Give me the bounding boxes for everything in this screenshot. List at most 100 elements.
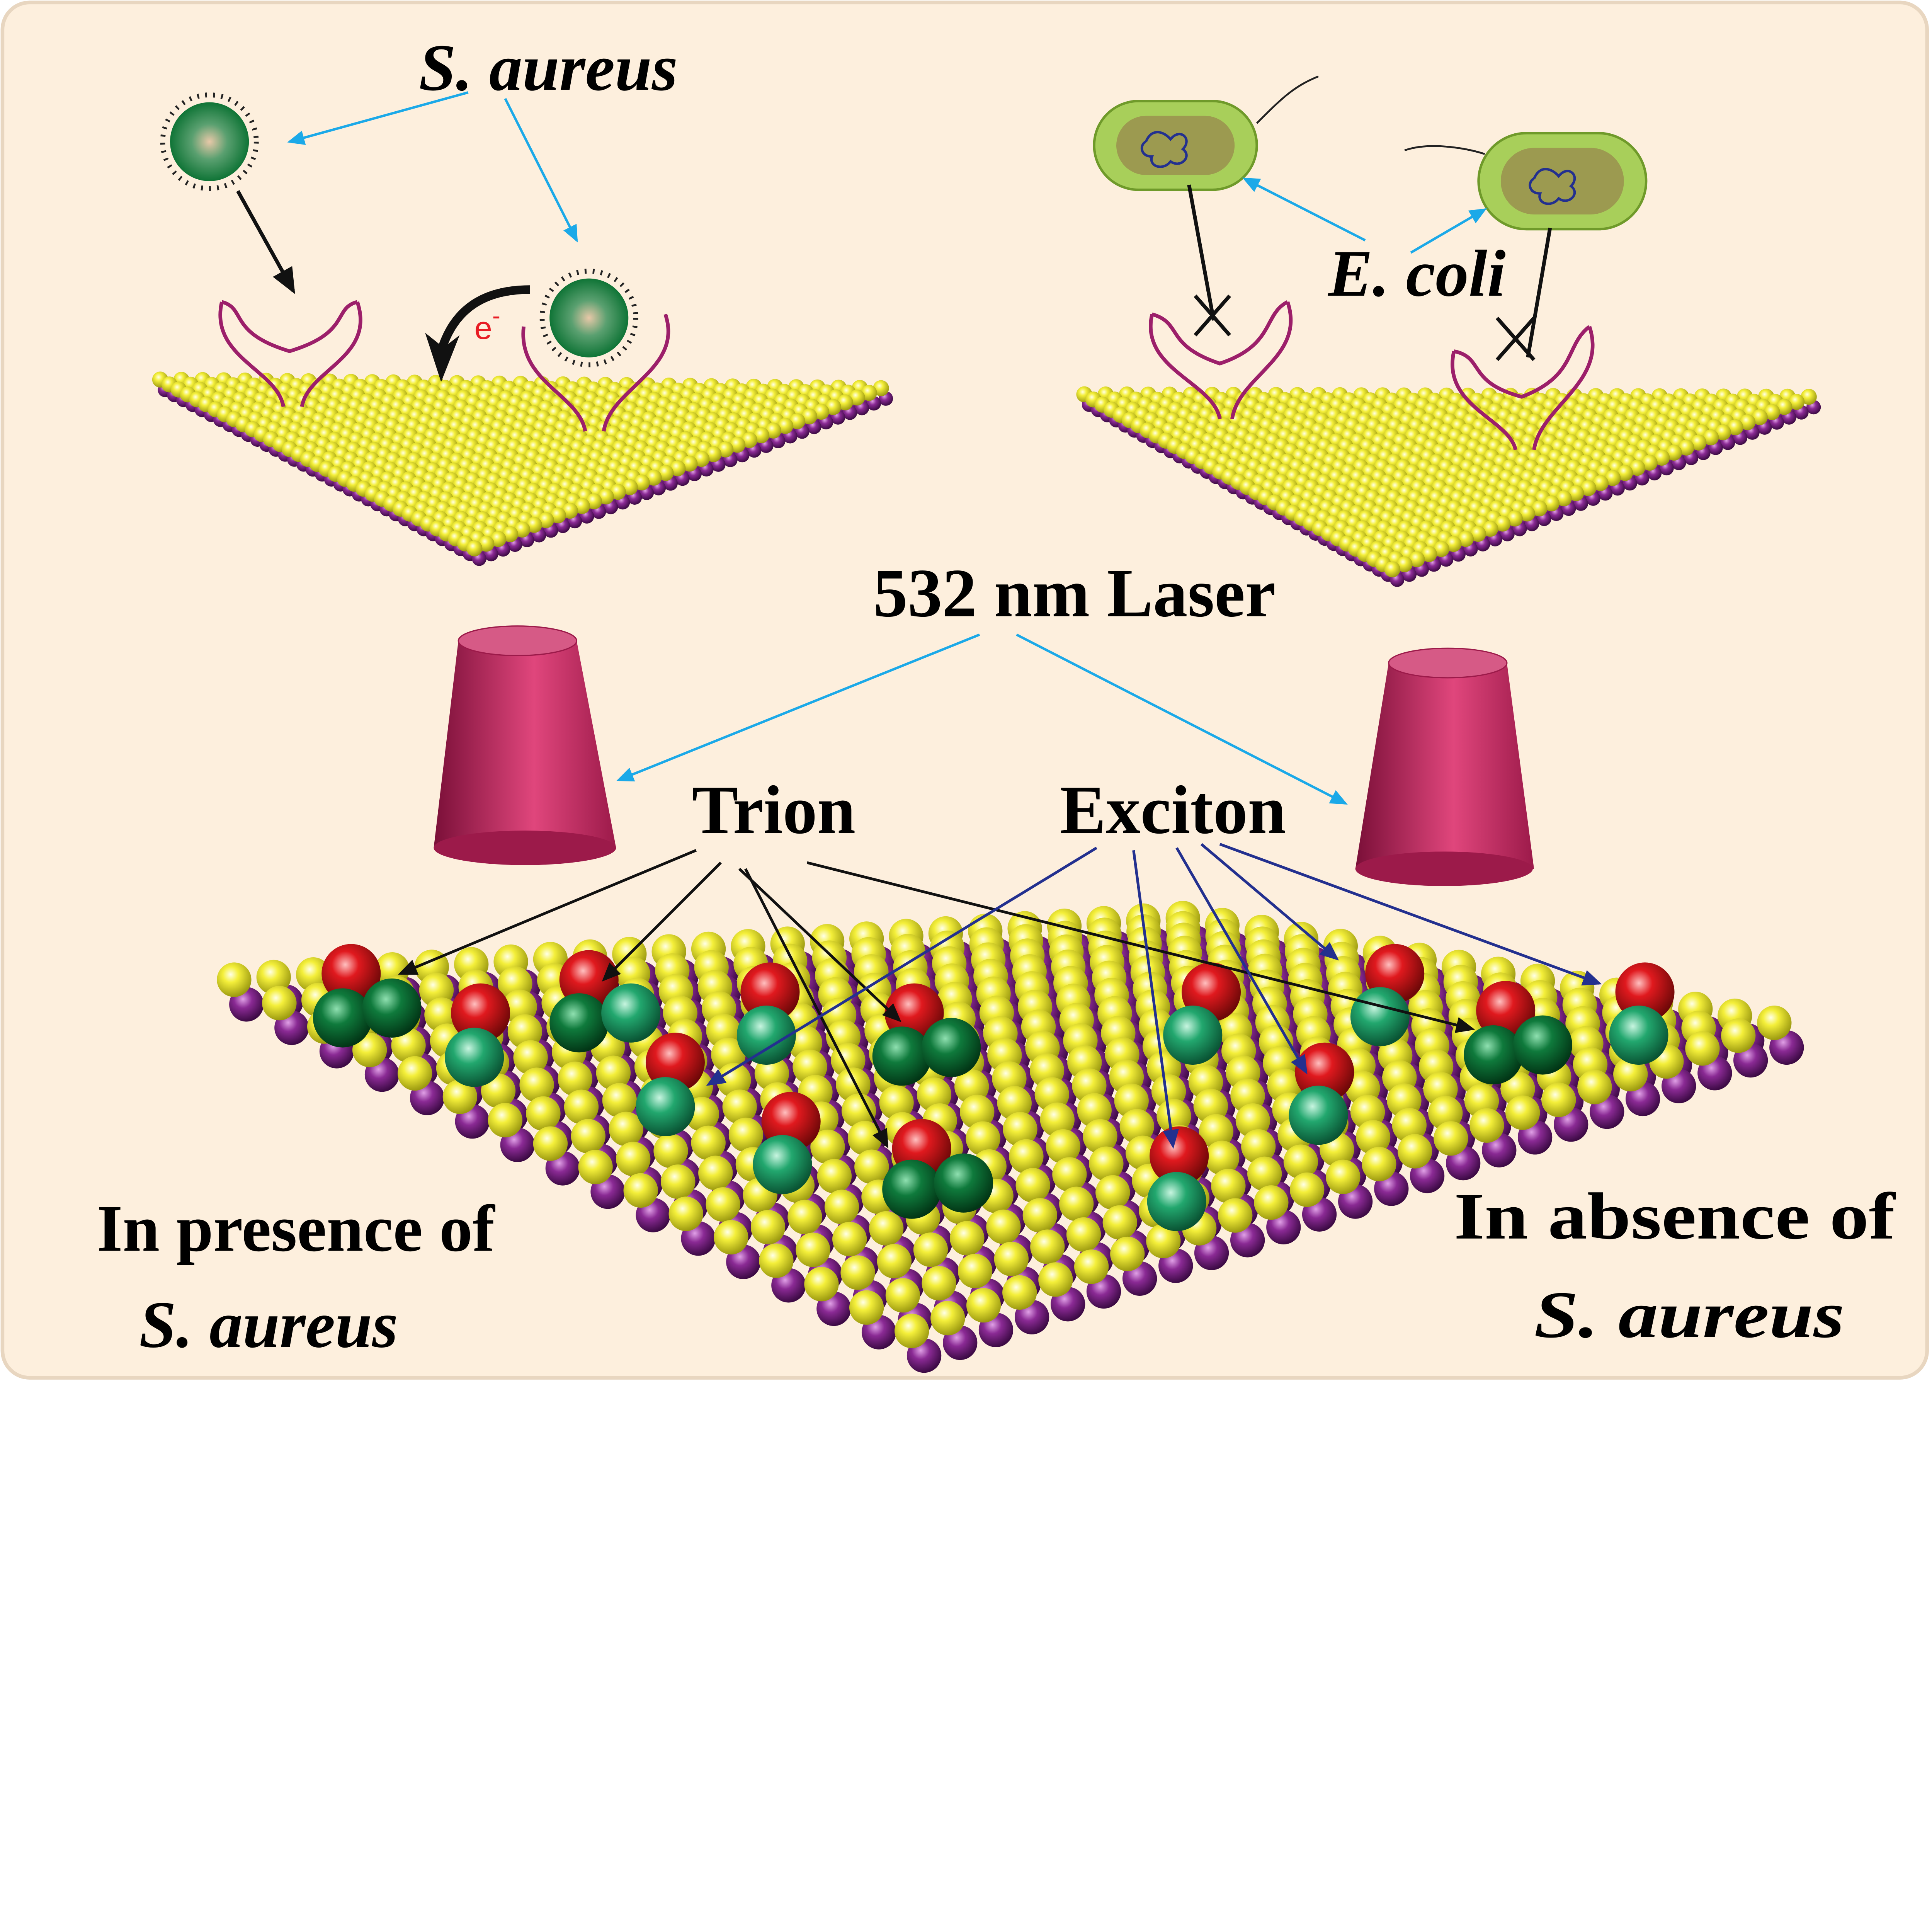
- sulfur-atom: [1605, 470, 1621, 486]
- sulfur-atom: [352, 1033, 387, 1067]
- sulfur-atom: [1396, 556, 1413, 572]
- sulfur-atom: [1095, 1175, 1130, 1210]
- exciton-arrow: [1132, 850, 1179, 1149]
- trion-hole-sphere: [1295, 1042, 1354, 1102]
- sulfur-atom: [1156, 1099, 1191, 1133]
- sulfur-atom: [895, 1314, 929, 1348]
- sulfur-atom: [1038, 1262, 1073, 1297]
- sulfur-atom: [1577, 1070, 1612, 1105]
- sulfur-atom: [1022, 1198, 1057, 1233]
- sulfur-atom: [706, 1187, 740, 1222]
- sulfur-atom: [1283, 1144, 1318, 1179]
- sulfur-atom: [950, 1221, 985, 1256]
- sulfur-atom: [1384, 561, 1401, 577]
- sulfur-atom: [1421, 546, 1437, 562]
- sulfur-atom: [442, 1079, 478, 1114]
- sulfur-atom: [1247, 1156, 1282, 1191]
- sulfur-atom: [841, 1093, 876, 1128]
- sulfur-atom: [1002, 1275, 1037, 1310]
- sulfur-atom: [1446, 536, 1462, 552]
- sulfur-atom: [966, 1121, 1000, 1156]
- sulfur-atom: [256, 960, 291, 995]
- sulfur-atom: [1715, 424, 1731, 441]
- sulfur-atom: [1556, 490, 1572, 507]
- sulfur-atom: [913, 1232, 948, 1267]
- aptamer-top-right-2: [1451, 325, 1595, 451]
- electron-label: e-: [474, 302, 500, 346]
- sulfur-atom: [1776, 399, 1793, 415]
- sulfur-atom: [488, 1103, 523, 1138]
- trion-electron-sphere: [882, 1159, 942, 1219]
- sulfur-atom: [1690, 434, 1707, 451]
- sulfur-atom: [1077, 1093, 1112, 1128]
- exciton-electron-sphere: [1609, 1006, 1668, 1065]
- sulfur-atom: [1685, 1031, 1720, 1066]
- sulfur-atom: [930, 1301, 965, 1336]
- sulfur-atom: [817, 1159, 852, 1194]
- exciton-arrow: [1175, 847, 1308, 1075]
- biosensor-diagram: e- S. aureus E. coli 532 nm Laser Trion …: [0, 0, 1929, 1380]
- electron-symbol: e: [474, 310, 492, 346]
- sulfur-atom: [849, 1290, 884, 1325]
- sulfur-atom: [1568, 485, 1584, 501]
- sulfur-atom: [1211, 1169, 1246, 1203]
- sulfur-atom: [854, 1149, 889, 1184]
- sulfur-atom: [1362, 1147, 1396, 1181]
- sulfur-atom: [1505, 1095, 1540, 1130]
- sulfur-atom: [804, 1267, 839, 1302]
- sulfur-atom: [1613, 1057, 1648, 1092]
- presence-label-line1: In presence of: [97, 1192, 496, 1266]
- sulfur-atom: [714, 1220, 748, 1255]
- sulfur-atom: [997, 1086, 1032, 1121]
- sulfur-atom: [616, 1142, 651, 1176]
- trion-electron-sphere: [362, 978, 422, 1038]
- sulfur-atom: [1089, 1146, 1124, 1181]
- sulfur-atom: [877, 1244, 912, 1279]
- trion-hole-sphere: [451, 983, 510, 1043]
- sulfur-atom: [1702, 429, 1719, 446]
- trion-arrow: [738, 868, 901, 1023]
- sulfur-atom: [558, 1061, 592, 1096]
- sulfur-atom: [728, 1117, 764, 1152]
- sulfur-atom: [1409, 551, 1425, 567]
- sulfur-atom: [1241, 1129, 1276, 1164]
- charge-carriers: [313, 944, 1675, 1231]
- sulfur-atom: [507, 1014, 543, 1049]
- sulfur-atom: [1641, 454, 1658, 471]
- sulfur-atom: [869, 1211, 904, 1246]
- sulfur-atom: [623, 1173, 658, 1208]
- sulfur-atom: [879, 1085, 914, 1120]
- electron-charge: -: [492, 302, 500, 330]
- trion-hole-sphere: [321, 944, 381, 1003]
- sulfur-atom: [1290, 1172, 1325, 1207]
- sulfur-atom: [398, 1056, 432, 1091]
- exciton-arrow: [1219, 843, 1602, 985]
- sulfur-atom: [1788, 394, 1805, 410]
- trion-electron-sphere: [313, 988, 372, 1048]
- exciton-electron-sphere: [736, 1006, 796, 1065]
- s-aureus-cell-bound: [539, 269, 638, 368]
- sulfur-atom: [1801, 389, 1817, 405]
- sulfur-atom: [1469, 1108, 1504, 1143]
- sulfur-atom: [1678, 439, 1694, 456]
- sulfur-atom: [391, 1028, 426, 1063]
- trion-electron-sphere: [549, 993, 609, 1053]
- sulfur-atom: [1494, 516, 1511, 532]
- sulfur-atom: [691, 1125, 726, 1160]
- exciton-electron-sphere: [636, 1077, 695, 1137]
- sulfur-atom: [1629, 460, 1645, 476]
- sulfur-atom: [1074, 1249, 1109, 1284]
- sulfur-atom: [533, 1126, 568, 1161]
- trion-arrow: [398, 849, 697, 975]
- blocked-x-icon: [1495, 317, 1536, 361]
- sulfur-atom: [1433, 541, 1449, 557]
- s-aureus-cell-free: [160, 92, 259, 191]
- sulfur-atom: [1470, 526, 1486, 542]
- trion-hole-sphere: [1476, 981, 1536, 1040]
- carrier-arrows: [398, 843, 1602, 1149]
- presence-label-line2: S. aureus: [139, 1288, 398, 1361]
- exciton-electron-sphere: [445, 1028, 504, 1087]
- sulfur-atom: [824, 1190, 859, 1224]
- sulfur-atom: [960, 1094, 995, 1129]
- sulfur-atom: [653, 1133, 688, 1168]
